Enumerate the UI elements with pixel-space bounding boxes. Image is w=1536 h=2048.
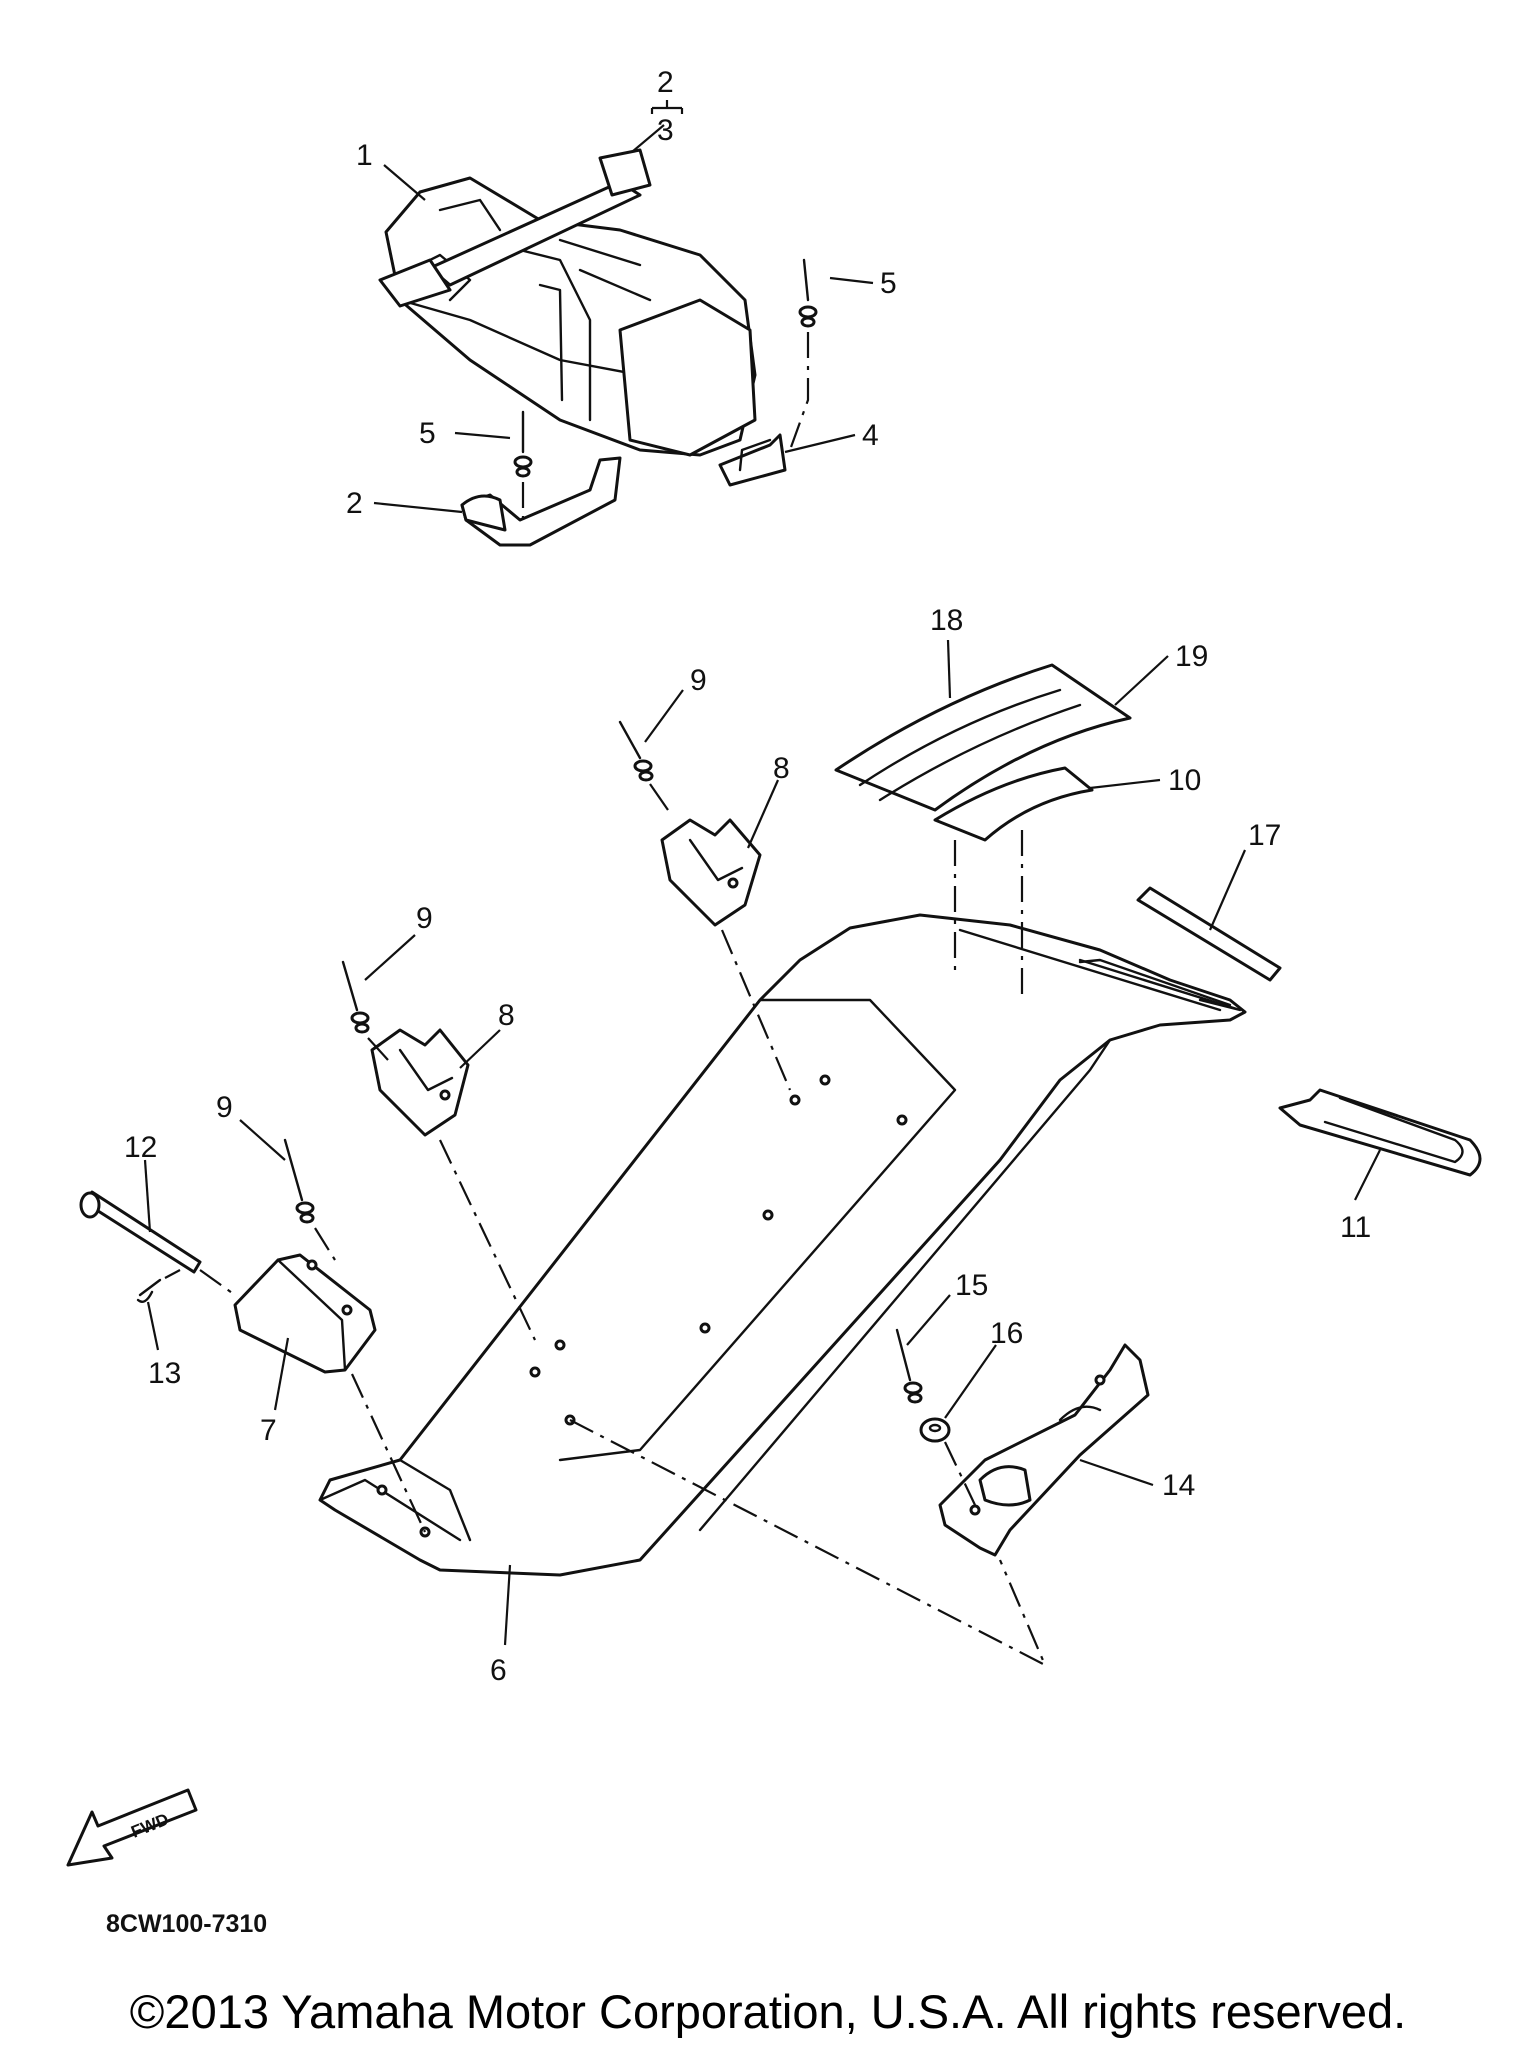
rivet-part-9-lower bbox=[283, 1138, 336, 1261]
callout-12: 12 bbox=[124, 1131, 157, 1164]
clip-part-8-upper bbox=[660, 818, 792, 1091]
callout-6: 6 bbox=[490, 1654, 507, 1687]
hinge-bracket-part-7 bbox=[233, 1253, 426, 1533]
rod-part-11 bbox=[1278, 1088, 1482, 1177]
rivet-part-5-left bbox=[513, 410, 533, 525]
pin-part-12 bbox=[79, 1190, 236, 1296]
callout-9-middle: 9 bbox=[416, 902, 433, 935]
forward-direction-arrow: FWD bbox=[66, 1788, 198, 1867]
band-clip-part-4 bbox=[718, 433, 787, 487]
decal-part-10 bbox=[933, 766, 1094, 1000]
callout-16: 16 bbox=[990, 1317, 1023, 1350]
diagram-code: 8CW100-7310 bbox=[106, 1910, 267, 1938]
decal-part-18-19 bbox=[834, 663, 1132, 812]
collar-part-16 bbox=[919, 1417, 976, 1506]
callout-11: 11 bbox=[1340, 1211, 1371, 1244]
callout-9-upper: 9 bbox=[690, 664, 707, 697]
callout-13: 13 bbox=[148, 1357, 181, 1390]
rivet-part-9-upper bbox=[618, 720, 669, 811]
copyright-notice: ©2013 Yamaha Motor Corporation, U.S.A. A… bbox=[129, 1985, 1407, 2038]
clip-part-8-middle bbox=[370, 1028, 536, 1341]
cotter-pin-part-13 bbox=[136, 1269, 181, 1303]
callout-5-left: 5 bbox=[419, 417, 436, 450]
rear-fender-part-6 bbox=[318, 913, 1247, 1577]
callout-8-upper: 8 bbox=[773, 752, 790, 785]
callout-14: 14 bbox=[1162, 1469, 1195, 1502]
battery-strap-part-3 bbox=[378, 148, 652, 308]
exploded-view-drawing: 1 2 3 5 5 4 2 18 19 10 17 9 8 9 8 9 12 1… bbox=[66, 66, 1482, 1938]
rivet-part-9-middle bbox=[341, 960, 389, 1061]
callout-18: 18 bbox=[930, 604, 963, 637]
rivet-part-15 bbox=[895, 1328, 923, 1404]
bracket-part-14 bbox=[938, 1343, 1150, 1557]
callout-15: 15 bbox=[955, 1269, 988, 1302]
rivet-part-5-right bbox=[788, 258, 818, 451]
callout-1: 1 bbox=[356, 139, 373, 172]
callout-9-lower: 9 bbox=[216, 1091, 233, 1124]
mount-line-fender-to-bracket-14 bbox=[569, 1419, 1048, 1668]
callout-2-lower: 2 bbox=[346, 487, 363, 520]
callout-7: 7 bbox=[260, 1414, 277, 1447]
callout-4: 4 bbox=[862, 419, 879, 452]
leader-lines bbox=[143, 100, 1381, 1646]
callout-5-right: 5 bbox=[880, 267, 897, 300]
battery-bracket-part-2 bbox=[460, 456, 622, 547]
callout-8-middle: 8 bbox=[498, 999, 515, 1032]
callout-3: 3 bbox=[657, 114, 674, 147]
damper-part-17 bbox=[1136, 886, 1282, 982]
callout-labels: 1 2 3 5 5 4 2 18 19 10 17 9 8 9 8 9 12 1… bbox=[124, 66, 1371, 1687]
callout-2-top: 2 bbox=[657, 66, 674, 99]
callout-19: 19 bbox=[1175, 640, 1208, 673]
callout-17: 17 bbox=[1248, 819, 1281, 852]
callout-10: 10 bbox=[1168, 764, 1201, 797]
